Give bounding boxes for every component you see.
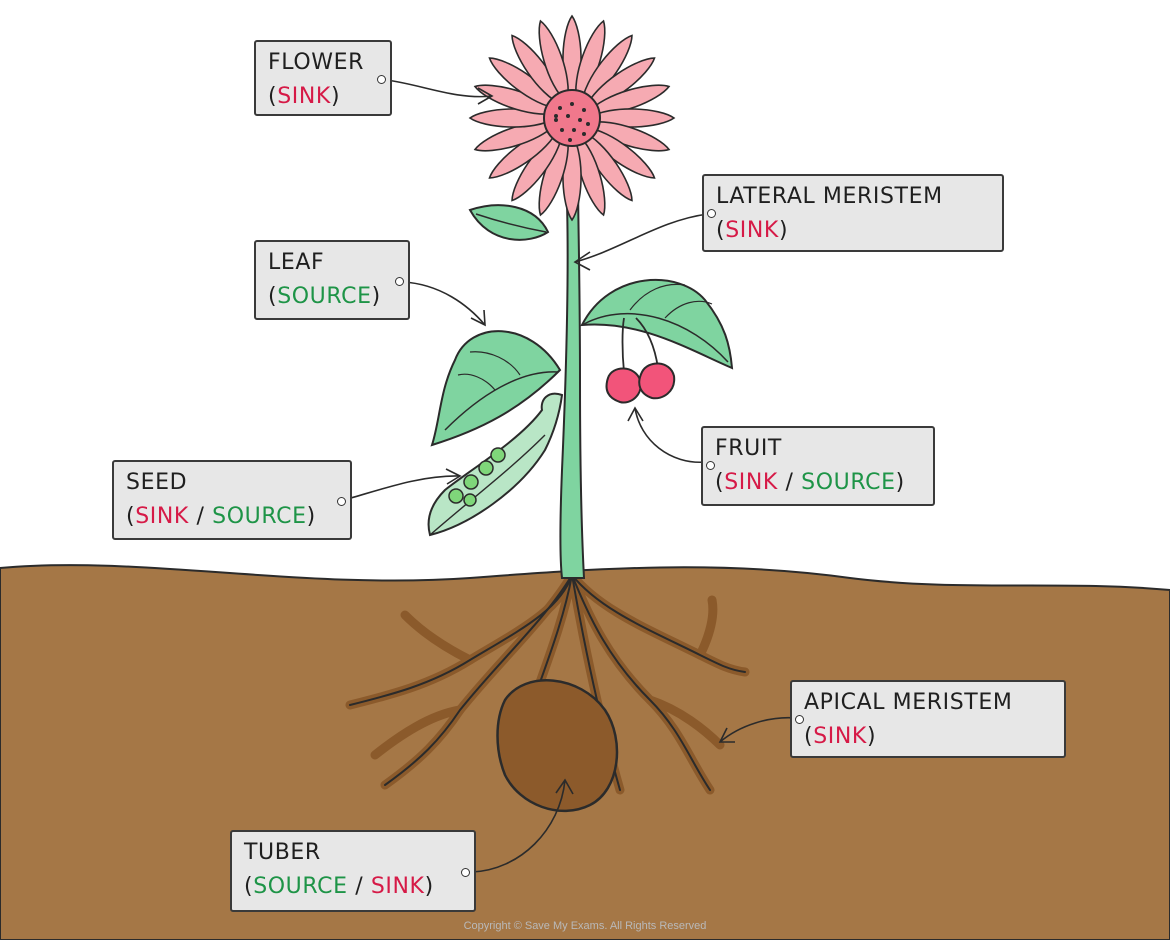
arrow-flower <box>385 79 493 98</box>
label-flower-name: FLOWER <box>268 50 364 75</box>
flower-center-dot <box>582 132 586 136</box>
arrow-fruit <box>634 407 707 463</box>
seeds <box>448 447 506 507</box>
label-apical-meristem: APICAL MERISTEM (SINK) <box>790 680 1066 758</box>
label-tuber-role-1: SOURCE <box>253 874 348 899</box>
tag-hole <box>707 209 716 218</box>
flower-center-dot <box>568 138 572 142</box>
label-leaf-name: LEAF <box>268 250 325 275</box>
tag-hole <box>706 461 715 470</box>
label-fruit-role-2: SOURCE <box>801 470 896 495</box>
label-fruit: FRUIT (SINK / SOURCE) <box>701 426 935 506</box>
tag-hole <box>461 868 470 877</box>
flower-center-dot <box>558 106 562 110</box>
tuber <box>496 679 619 813</box>
right-leaf <box>580 278 734 370</box>
label-seed-name: SEED <box>126 470 188 495</box>
label-fruit-role-1: SINK <box>724 470 778 495</box>
label-fruit-name: FRUIT <box>715 436 782 461</box>
arrow-tuber <box>471 779 566 873</box>
label-tuber-name: TUBER <box>244 840 321 865</box>
label-lateral-meristem-role: SINK <box>725 218 779 243</box>
top-leaf <box>468 204 550 241</box>
copyright-notice: Copyright © Save My Exams. All Rights Re… <box>463 920 707 932</box>
label-tuber-role-2: SINK <box>370 874 425 899</box>
arrowhead-fruit <box>627 406 644 422</box>
label-lateral-meristem: LATERAL MERISTEM (SINK) <box>702 174 1004 252</box>
label-lateral-meristem-name: LATERAL MERISTEM <box>716 184 943 209</box>
arrowhead-seed <box>445 468 462 485</box>
left-leaf <box>430 330 562 447</box>
flower-petal <box>538 19 569 105</box>
tag-hole <box>395 277 404 286</box>
fruit-cherries <box>605 317 676 404</box>
label-seed-role-2: SOURCE <box>212 504 307 529</box>
label-tuber: TUBER (SOURCE / SINK) <box>230 830 476 912</box>
flower-center-dot <box>566 114 570 118</box>
flower-center-dot <box>554 114 558 118</box>
label-leaf: LEAF (SOURCE) <box>254 240 410 320</box>
label-seed: SEED (SINK / SOURCE) <box>112 460 352 540</box>
tag-hole <box>337 497 346 506</box>
arrowhead-flower <box>477 87 494 105</box>
flower-center-dot <box>586 122 590 126</box>
label-flower-role: SINK <box>277 84 331 109</box>
tag-hole <box>795 715 804 724</box>
flower <box>468 14 676 222</box>
flower-center-dot <box>578 118 582 122</box>
stem <box>559 174 586 579</box>
flower-center-dot <box>572 128 576 132</box>
arrow-lateral <box>574 213 709 263</box>
arrow-apical <box>719 716 797 743</box>
arrowhead-apical <box>718 727 735 743</box>
pointer-arrows <box>343 79 797 873</box>
arrowhead-leaf <box>470 309 486 327</box>
arrowhead-lateral <box>573 251 591 271</box>
tag-hole <box>377 75 386 84</box>
flower-center-dot <box>570 102 574 106</box>
label-seed-role-1: SINK <box>135 504 189 529</box>
arrow-seed <box>343 475 461 501</box>
label-leaf-role: SOURCE <box>277 284 372 309</box>
label-flower: FLOWER (SINK) <box>254 40 392 116</box>
label-apical-meristem-role: SINK <box>813 724 867 749</box>
flower-center-dot <box>554 118 558 122</box>
flower-center-dot <box>582 108 586 112</box>
flower-center-dot <box>560 128 564 132</box>
label-apical-meristem-name: APICAL MERISTEM <box>804 690 1013 715</box>
arrowhead-tuber <box>555 778 574 795</box>
seed-pod <box>427 392 564 537</box>
arrow-leaf <box>402 281 486 326</box>
flower-center <box>543 89 601 147</box>
